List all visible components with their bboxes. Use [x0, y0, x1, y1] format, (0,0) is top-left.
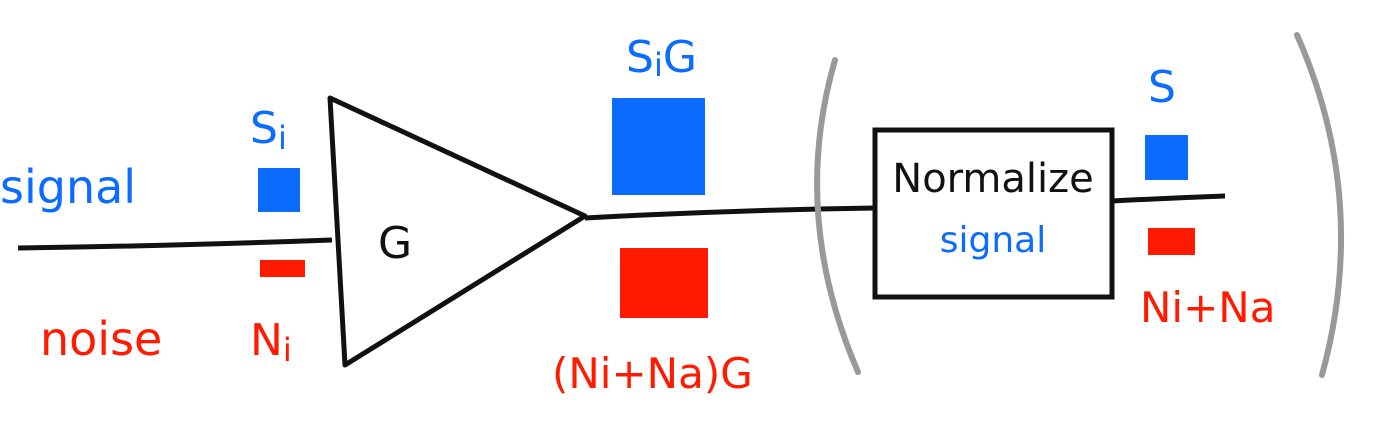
amplified-signal-block — [612, 98, 705, 195]
output-noise-label: Ni+Na — [1140, 283, 1275, 332]
right-parenthesis — [1294, 32, 1344, 378]
output-signal-label: S — [1148, 62, 1176, 113]
noise-label: noise — [40, 312, 162, 366]
input-noise-symbol: Ni — [250, 315, 292, 369]
output-wire — [1111, 193, 1226, 204]
left-parenthesis — [814, 57, 861, 375]
output-noise-block — [1148, 228, 1195, 255]
amplifier-gain-label: G — [378, 218, 412, 269]
amplified-wire — [584, 205, 876, 221]
amplifier-triangle — [327, 95, 588, 368]
normalize-title: Normalize — [892, 156, 1093, 202]
input-signal-symbol: Si — [250, 103, 287, 157]
normalize-box — [872, 127, 1115, 300]
amplified-noise-label: (Ni+Na)G — [552, 349, 753, 398]
normalize-subtitle: signal — [940, 220, 1047, 261]
signal-label: signal — [0, 160, 136, 214]
input-signal-block — [258, 168, 300, 212]
amplified-noise-block — [620, 248, 708, 318]
output-signal-block — [1145, 135, 1188, 180]
amplified-signal-label: SiG — [626, 32, 697, 84]
input-wire — [17, 237, 333, 251]
input-noise-block — [260, 260, 305, 277]
